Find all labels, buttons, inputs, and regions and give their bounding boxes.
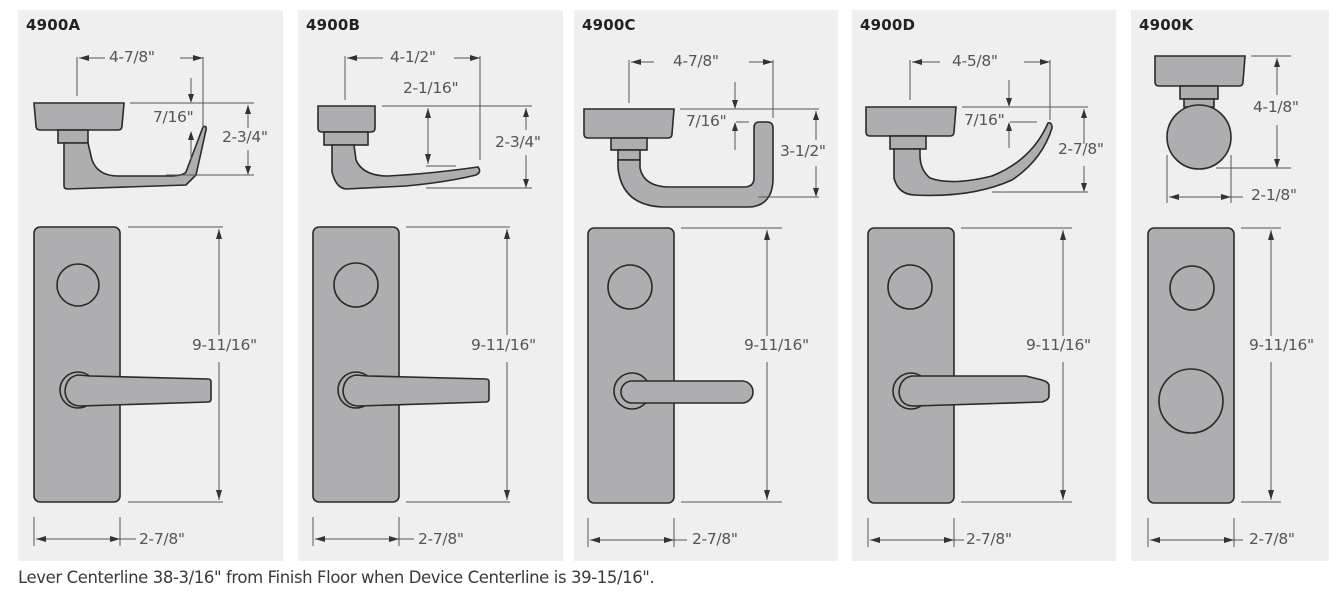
dim-plate-width: 2-7/8" (692, 530, 738, 548)
diagram-4900A (33, 55, 254, 546)
dim-projection-width: 4-1/2" (390, 48, 436, 66)
panel-4900C: 4900C 4-7/8" 7/16" 3-1/2" 9-11/16" 2-7/8… (574, 10, 838, 561)
model-title: 4900C (582, 16, 636, 34)
dim-projection-height: 2-3/4" (222, 128, 268, 146)
dim-plate-width: 2-7/8" (1249, 530, 1295, 548)
diagram-4900D (865, 59, 1088, 547)
model-title: 4900A (26, 16, 81, 34)
dim-knob-diameter: 2-1/8" (1251, 186, 1297, 204)
dim-projection-height: 2-7/8" (1058, 140, 1104, 158)
dim-plate-height: 9-11/16" (471, 336, 536, 354)
dim-lever-offset: 7/16" (686, 112, 727, 130)
dim-projection-height: 3-1/2" (780, 142, 826, 160)
dim-plate-width: 2-7/8" (966, 530, 1012, 548)
panel-4900D: 4900D 4-5/8" 7/16" 2-7/8" 9-11/16" 2-7/8… (852, 10, 1116, 561)
dim-projection-width: 4-7/8" (673, 52, 719, 70)
dim-plate-height: 9-11/16" (1249, 336, 1314, 354)
model-title: 4900K (1139, 16, 1194, 34)
dim-projection-height: 2-3/4" (495, 133, 541, 151)
dim-projection-width: 4-7/8" (109, 48, 155, 66)
dim-plate-width: 2-7/8" (139, 530, 185, 548)
diagram-4900C (583, 59, 819, 547)
dim-projection-width: 4-5/8" (952, 52, 998, 70)
panel-4900A: 4900A 4-7/8" 7/16" 2-3/4" 9-11/16" 2-7/8… (18, 10, 283, 561)
dim-plate-height: 9-11/16" (1026, 336, 1091, 354)
panel-4900B: 4900B 4-1/2" 2-1/16" 2-3/4" 9-11/16" 2-7… (298, 10, 563, 561)
diagram-4900B (312, 55, 532, 546)
dim-projection-height: 4-1/8" (1253, 98, 1299, 116)
model-title: 4900D (860, 16, 916, 34)
model-title: 4900B (306, 16, 361, 34)
dim-lever-offset: 7/16" (964, 111, 1005, 129)
dim-plate-height: 9-11/16" (744, 336, 809, 354)
caption: Lever Centerline 38-3/16" from Finish Fl… (18, 568, 655, 587)
diagram-4900K (1147, 55, 1291, 547)
panel-4900K: 4900K 4-1/8" 2-1/8" 9-11/16" 2-7/8" (1131, 10, 1329, 561)
dim-plate-height: 9-11/16" (192, 336, 257, 354)
dim-lever-offset: 7/16" (153, 108, 194, 126)
dim-lever-offset: 2-1/16" (403, 79, 459, 97)
dim-plate-width: 2-7/8" (418, 530, 464, 548)
